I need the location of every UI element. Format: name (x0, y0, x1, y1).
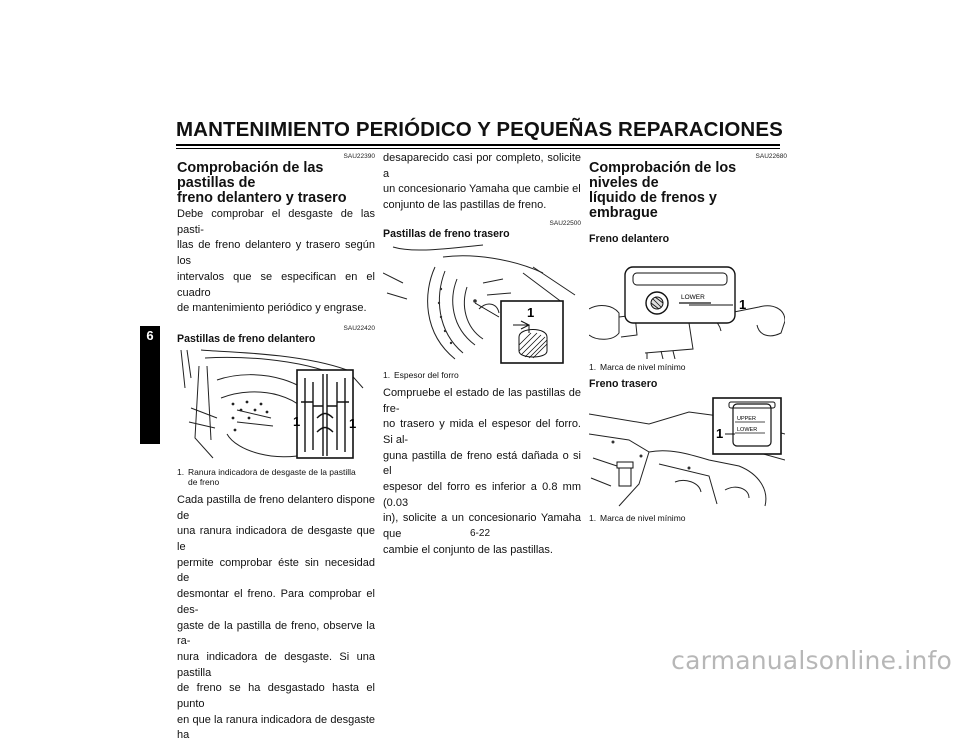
text-line: gaste de la pastilla de freno, observe l… (177, 619, 375, 648)
text-line: no trasero y mida el espesor del forro. … (383, 418, 581, 446)
figure-caption: 1.Ranura indicadora de desgaste de la pa… (177, 467, 375, 487)
heading-line: Comprobación de los niveles de (589, 160, 737, 191)
subheading-rear-brake: Freno trasero (589, 378, 658, 390)
heading-line: Comprobación de las pastillas de (177, 160, 324, 191)
figure-callout-right: 1 (349, 416, 356, 431)
text-line: permite comprobar éste sin necesidad de (177, 556, 375, 585)
text-line: Cada pastilla de freno delantero dispone… (177, 493, 375, 522)
rear-brake-pad-illustration: 1 (383, 242, 579, 367)
section-code: SAU22390 (343, 153, 375, 160)
caption-number: 1. (383, 369, 391, 380)
caption-number: 1. (177, 466, 185, 477)
rear-pads-paragraph: Compruebe el estado de las pastillas de … (383, 386, 581, 559)
figure-callout-left: 1 (293, 414, 300, 429)
subsection-code: SAU22420 (343, 324, 375, 332)
text-line: de freno se ha desgastado hasta el punto (177, 682, 375, 711)
column-3: SAU22680 Comprobación de los niveles de … (589, 150, 787, 529)
page-number: 6-22 (469, 528, 490, 539)
text-line: guna pastilla de freno está dañada o si … (383, 449, 581, 478)
text-line: conjunto de las pastillas de freno. (383, 199, 547, 212)
text-line: cambie el conjunto de las pastillas. (383, 543, 553, 556)
watermark: carmanualsonline.info (671, 646, 952, 675)
figure-callout: 1 (527, 305, 534, 320)
title-rule-thin (176, 148, 780, 149)
caption-text-cont: de freno (188, 476, 220, 487)
column-2: desaparecido casi por completo, solicite… (383, 150, 581, 559)
text-line: espesor del forro es inferior a 0.8 mm (… (383, 481, 581, 509)
front-brake-reservoir-illustration: LOWER 1 (589, 251, 785, 359)
text-line: en que la ranura indicadora de desgaste … (177, 713, 375, 742)
heading-line: freno delantero y trasero (177, 190, 347, 206)
front-brake-pad-illustration: 1 1 (177, 347, 373, 464)
caption-text: Espesor del forro (394, 369, 459, 380)
subsection-code: SAU22500 (549, 219, 581, 227)
title-rule (176, 144, 780, 146)
figure-caption: 1.Marca de nivel mínimo (589, 513, 787, 523)
text-line: un concesionario Yamaha que cambie el (383, 183, 581, 196)
continued-paragraph: desaparecido casi por completo, solicite… (383, 151, 581, 214)
text-line: nura indicadora de desgaste. Si una past… (177, 650, 375, 679)
text-line: de mantenimiento periódico y engrase. (177, 302, 367, 315)
upper-mark-label: UPPER (737, 416, 756, 422)
caption-text: Marca de nivel mínimo (600, 362, 686, 372)
rear-brake-reservoir-illustration: UPPER LOWER 1 (589, 394, 785, 510)
caption-number: 1. (589, 362, 597, 372)
caption-text: Marca de nivel mínimo (600, 513, 686, 523)
text-line: Debe comprobar el desgaste de las pasti- (177, 208, 375, 236)
section-heading-fluid-levels: Comprobación de los niveles de líquido d… (589, 161, 787, 221)
lower-mark-label: LOWER (681, 294, 705, 301)
text-line: Compruebe el estado de las pastillas de … (383, 386, 581, 415)
subheading-front-brake: Freno delantero (589, 233, 670, 245)
page-title: MANTENIMIENTO PERIÓDICO Y PEQUEÑAS REPAR… (176, 118, 783, 141)
text-line: una ranura indicadora de desgaste que le (177, 525, 375, 554)
chapter-tab: 6 (140, 326, 160, 444)
caption-number: 1. (589, 513, 597, 523)
intro-paragraph: Debe comprobar el desgaste de las pasti-… (177, 207, 375, 317)
text-line: intervalos que se especifican en el cuad… (177, 270, 375, 299)
lower-mark-label: LOWER (737, 427, 757, 433)
section-heading-brake-pads: Comprobación de las pastillas de freno d… (177, 161, 375, 206)
figure-caption: 1.Espesor del forro (383, 370, 581, 380)
heading-line: líquido de frenos y embrague (589, 190, 717, 221)
text-line: desmontar el freno. Para comprobar el de… (177, 588, 375, 616)
text-line: desaparecido casi por completo, solicite… (383, 152, 581, 180)
text-line: in), solicite a un concesionario Yamaha … (383, 512, 581, 541)
column-1: SAU22390 Comprobación de las pastillas d… (177, 150, 375, 744)
subheading-rear-pads: Pastillas de freno trasero (383, 227, 510, 240)
figure-callout: 1 (716, 426, 723, 441)
figure-caption: 1.Marca de nivel mínimo (589, 362, 787, 372)
text-line: llas de freno delantero y trasero según … (177, 239, 375, 268)
section-code: SAU22680 (755, 153, 787, 160)
caption-text: Ranura indicadora de desgaste de la past… (188, 466, 356, 477)
subheading-front-pads: Pastillas de freno delantero (177, 332, 316, 345)
figure-callout: 1 (739, 297, 746, 312)
